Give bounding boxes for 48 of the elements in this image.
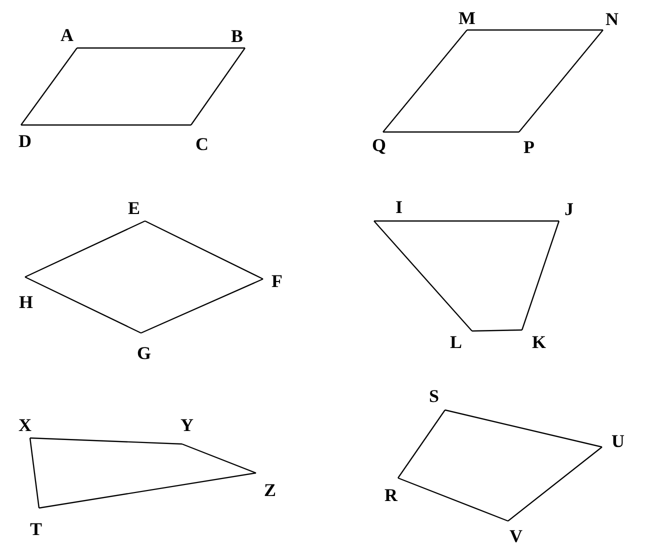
side-line	[182, 443, 256, 474]
side-line	[38, 472, 256, 509]
vertex-label: D	[18, 132, 32, 150]
vertex-label: E	[128, 199, 140, 217]
side-line	[140, 278, 264, 334]
side-line	[467, 29, 603, 31]
vertex-label: R	[384, 486, 398, 504]
vertex-label: V	[510, 527, 522, 545]
side-line	[383, 131, 519, 133]
side-line	[508, 446, 602, 522]
vertex-label: Q	[372, 136, 386, 154]
vertex-label: M	[458, 9, 476, 27]
vertex-label: I	[396, 198, 402, 216]
vertex-label: F	[272, 272, 282, 290]
vertex-label: N	[606, 10, 618, 28]
vertex-label: A	[60, 26, 74, 44]
vertex-label: U	[612, 432, 624, 450]
side-line	[374, 220, 559, 222]
vertex-label: Z	[264, 481, 276, 499]
side-line	[20, 48, 78, 126]
vertex-label: G	[137, 344, 151, 362]
side-line	[518, 30, 604, 132]
side-line	[21, 124, 191, 126]
vertex-label: T	[30, 520, 42, 538]
side-line	[30, 437, 182, 445]
vertex-label: H	[19, 293, 33, 311]
vertex-label: K	[532, 333, 546, 351]
side-line	[398, 477, 508, 522]
side-line	[444, 409, 602, 448]
vertex-label: Y	[180, 416, 194, 434]
vertex-label: S	[429, 387, 439, 405]
side-line	[190, 48, 246, 126]
side-line	[382, 30, 468, 132]
side-line	[521, 220, 560, 330]
side-line	[472, 329, 522, 332]
side-line	[374, 220, 472, 332]
vertex-label: X	[18, 416, 32, 434]
vertex-label: B	[231, 27, 243, 45]
side-line	[77, 47, 245, 49]
vertex-label: P	[524, 138, 534, 156]
side-line	[398, 410, 446, 478]
side-line	[24, 276, 142, 334]
side-line	[24, 220, 146, 278]
vertex-label: C	[196, 135, 208, 153]
vertex-label: L	[450, 333, 462, 351]
vertex-label: J	[564, 200, 574, 218]
side-line	[144, 220, 264, 280]
side-line	[29, 438, 40, 508]
